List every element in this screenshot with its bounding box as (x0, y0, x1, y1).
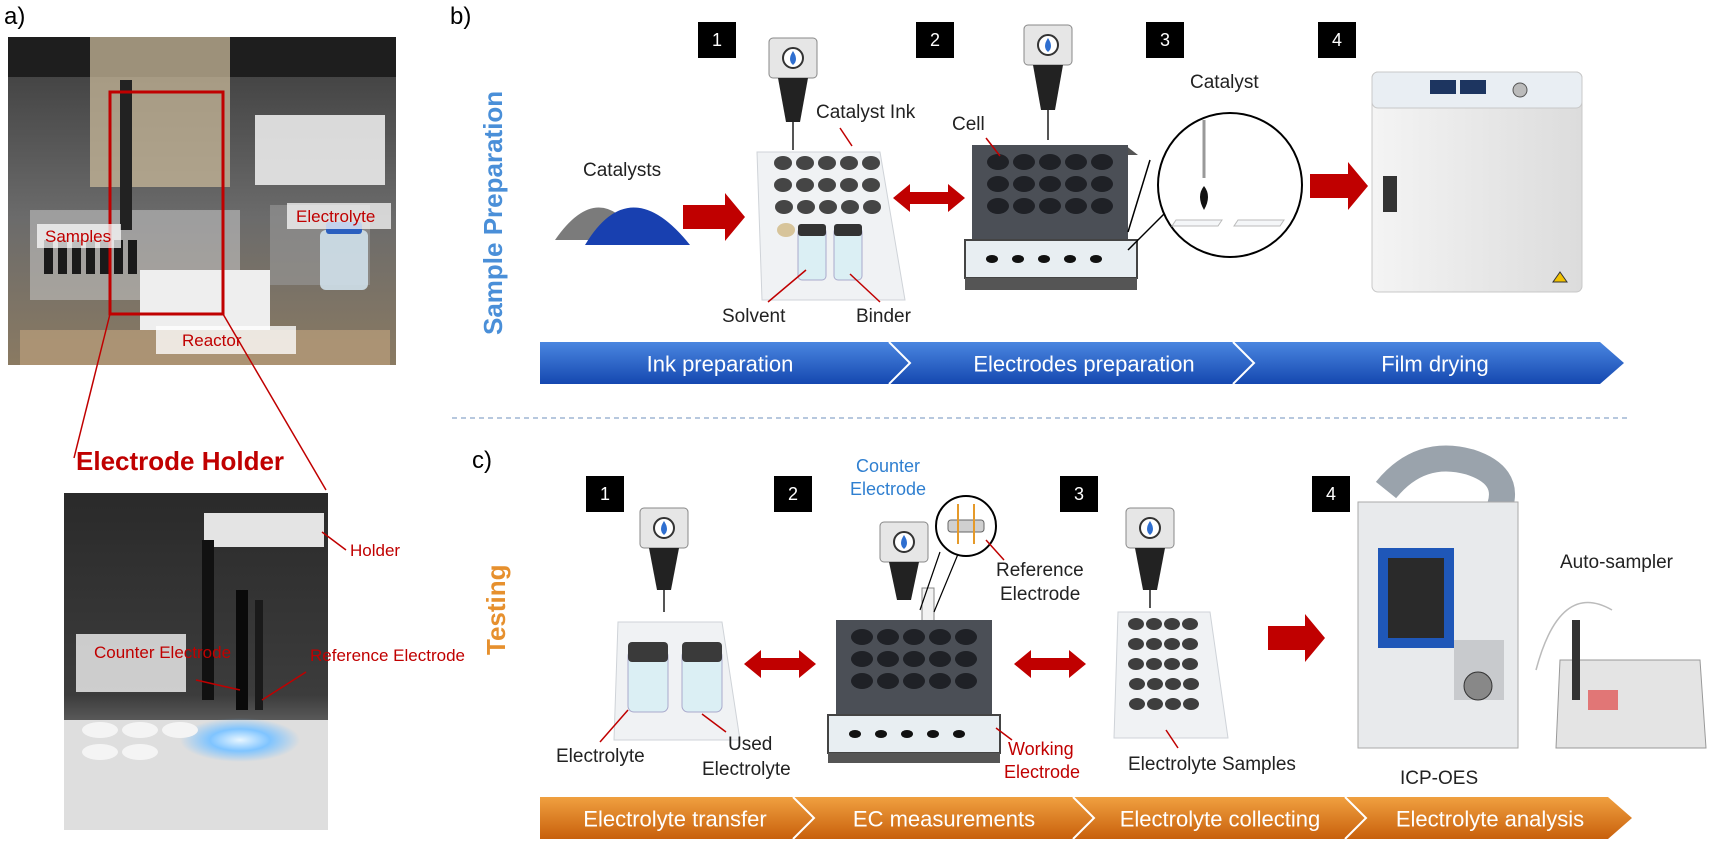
vial-plate (756, 151, 906, 301)
pipette-icon (1125, 507, 1175, 608)
ink-preparation-stage: Ink preparation (647, 352, 794, 377)
pipette-icon (768, 37, 818, 150)
pipette-icon (879, 521, 935, 625)
electrolyte-samples-label: Electrolyte Samples (1128, 754, 1296, 775)
prep-step-2: 2 (930, 30, 940, 50)
panel-a-label: a) (4, 3, 25, 30)
panel-c-label: c) (472, 447, 492, 474)
cell-label: Cell (952, 114, 985, 135)
ec-cell (827, 620, 1001, 763)
electrolyte-collecting-stage: Electrolyte collecting (1120, 807, 1321, 832)
panel-a: a) Samples Electrolyte (4, 3, 465, 830)
prep-step-4: 4 (1332, 30, 1342, 50)
prep-step-4-box (1318, 22, 1356, 58)
electrolyte-transfer-stage: Electrolyte transfer (583, 807, 766, 832)
double-arrow-icon (744, 650, 816, 678)
electrode-holder-title: Electrode Holder (76, 446, 284, 476)
electrolyte-label: Electrolyte (296, 207, 375, 226)
testing-stage-1 (540, 797, 814, 839)
reactor-label: Reactor (182, 331, 242, 350)
solvent-label: Solvent (722, 306, 786, 327)
electrochemical-cell (964, 145, 1138, 290)
used-electrolyte-label-line2: Electrolyte (702, 759, 791, 780)
prep-step-3-box (1146, 22, 1184, 58)
electrolyte-sample-plate (1113, 611, 1229, 739)
working-electrode-label-line2: Electrode (1004, 762, 1080, 782)
prep-stage-1 (540, 342, 910, 384)
red-arrow-icon (1268, 614, 1325, 662)
autosampler-instrument (1535, 601, 1707, 749)
catalyst-drop-icon (1200, 186, 1208, 210)
double-arrow-icon (1014, 650, 1086, 678)
panel-b: b) Sample Preparation 1 2 3 4 Catalysts (450, 3, 1624, 385)
testing-stage-bar: Electrolyte transfer EC measurements Ele… (540, 796, 1632, 840)
electrode-holder-photo (64, 493, 328, 830)
electrolyte-label: Electrolyte (556, 746, 645, 767)
counter-electrode-label-line2: Electrode (850, 479, 926, 499)
reference-electrode-label: Reference Electrode (310, 646, 465, 665)
electrolyte-analysis-stage: Electrolyte analysis (1396, 807, 1584, 832)
used-electrolyte-label-line1: Used (728, 734, 772, 755)
binder-label: Binder (856, 306, 912, 327)
test-step-3-box (1060, 476, 1098, 512)
reactor-highlight-box (108, 90, 225, 316)
electrodes-preparation-stage: Electrodes preparation (973, 352, 1194, 377)
testing-stage-2 (793, 797, 1094, 839)
film-drying-stage: Film drying (1381, 352, 1489, 377)
catalyst-powder-icon (555, 207, 690, 245)
prep-stage-bar: Ink preparation Electrodes preparation F… (540, 341, 1624, 385)
counter-electrode-label-line1: Counter (856, 456, 920, 476)
test-step-3: 3 (1074, 484, 1084, 504)
icp-oes-instrument (1357, 445, 1519, 749)
red-arrow-icon (1310, 162, 1368, 210)
drying-oven (1371, 71, 1583, 293)
catalyst-label: Catalyst (1190, 72, 1259, 93)
counter-electrode-label-line1: Counter Electrode (94, 643, 231, 662)
electrolyte-vial-plate (613, 621, 741, 741)
prep-stage-2 (889, 342, 1254, 384)
test-step-4: 4 (1326, 484, 1336, 504)
icp-oes-label: ICP-OES (1400, 768, 1478, 789)
testing-title: Testing (481, 564, 511, 655)
prep-step-1-box (698, 22, 736, 58)
prep-step-2-box (916, 22, 954, 58)
testing-stage-4 (1345, 797, 1632, 839)
sample-preparation-title: Sample Preparation (478, 91, 508, 335)
test-step-1: 1 (600, 484, 610, 504)
reference-electrode-label-line1: Reference (996, 560, 1084, 581)
ec-measurements-stage: EC measurements (853, 807, 1035, 832)
samples-label: Samples (45, 227, 111, 246)
catalyst-ink-label: Catalyst Ink (816, 102, 916, 123)
robot-photo: Samples Electrolyte Reactor (8, 37, 396, 365)
testing-stage-3 (1073, 797, 1366, 839)
test-step-2-box (774, 476, 812, 512)
reference-electrode-label-line2: Electrode (1000, 584, 1080, 605)
working-electrode-label-line1: Working (1008, 739, 1074, 759)
test-step-2: 2 (788, 484, 798, 504)
pipette-icon (1023, 24, 1073, 140)
zoom-circle (1157, 112, 1303, 258)
pipette-icon (639, 507, 689, 612)
prep-stage-3 (1233, 342, 1624, 384)
panel-c: c) Testing 1 2 3 4 Electrolyte Used Elec (472, 445, 1707, 840)
red-arrow-icon (683, 193, 745, 241)
test-step-4-box (1312, 476, 1350, 512)
autosampler-label: Auto-sampler (1560, 552, 1674, 573)
double-arrow-icon (893, 184, 965, 212)
panel-b-label: b) (450, 3, 471, 30)
holder-label: Holder (350, 541, 400, 560)
prep-step-3: 3 (1160, 30, 1170, 50)
catalysts-label: Catalysts (583, 160, 661, 181)
test-step-1-box (586, 476, 624, 512)
prep-step-1: 1 (712, 30, 722, 50)
